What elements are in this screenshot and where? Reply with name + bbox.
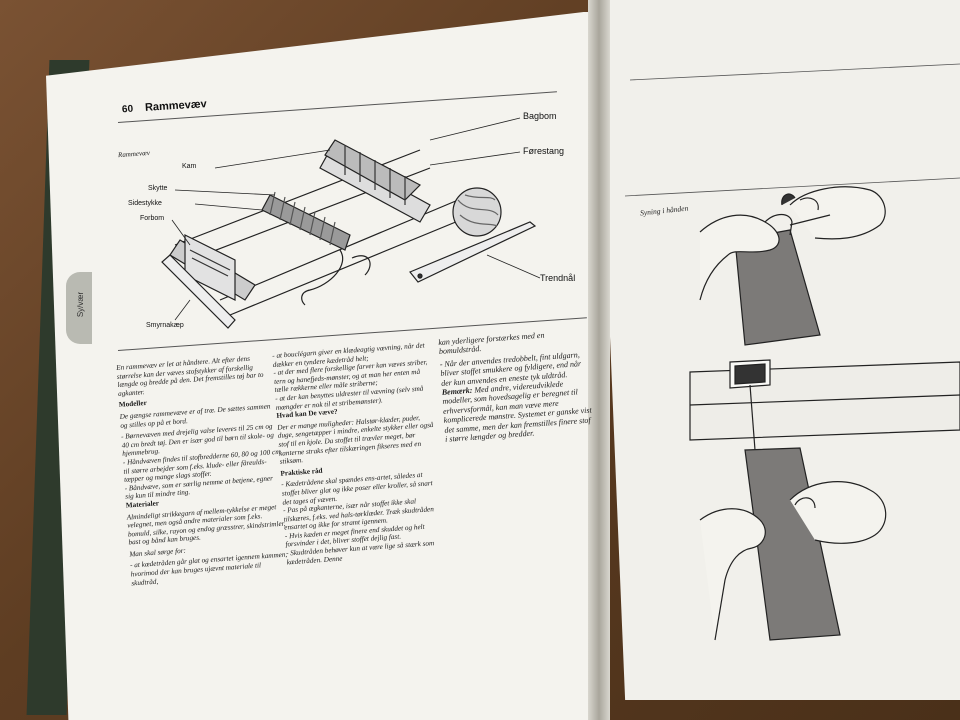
book-gutter	[588, 0, 610, 720]
label-smyrnakaep: Smyrnakæp	[146, 322, 184, 329]
text-column-1: En rammevæv er let at håndtere. Alt efte…	[116, 353, 289, 588]
bemaerk-paragraph: Bemærk: Med andre, videreudviklede model…	[441, 377, 595, 444]
text-column-2: - at bouclégarn giver en klædeagtig vævn…	[272, 341, 447, 567]
label-forestang: Førestang	[523, 146, 565, 156]
text-column-3: kan yderligere forstærkes med en bomulds…	[438, 328, 595, 448]
label-bagbom: Bagbom	[523, 111, 557, 121]
hvad-paragraph: Der er mange muligheder: Halstør-klæder,…	[277, 413, 434, 466]
left-page	[46, 12, 606, 720]
label-forbom: Forbom	[140, 215, 165, 222]
label-kam: Kam	[182, 163, 197, 170]
label-sidestykke: Sidestykke	[128, 200, 162, 207]
thumb-index-tab[interactable]	[66, 272, 92, 344]
label-skytte: Skytte	[148, 185, 168, 192]
label-trendnaal: Trendnål	[540, 273, 576, 283]
